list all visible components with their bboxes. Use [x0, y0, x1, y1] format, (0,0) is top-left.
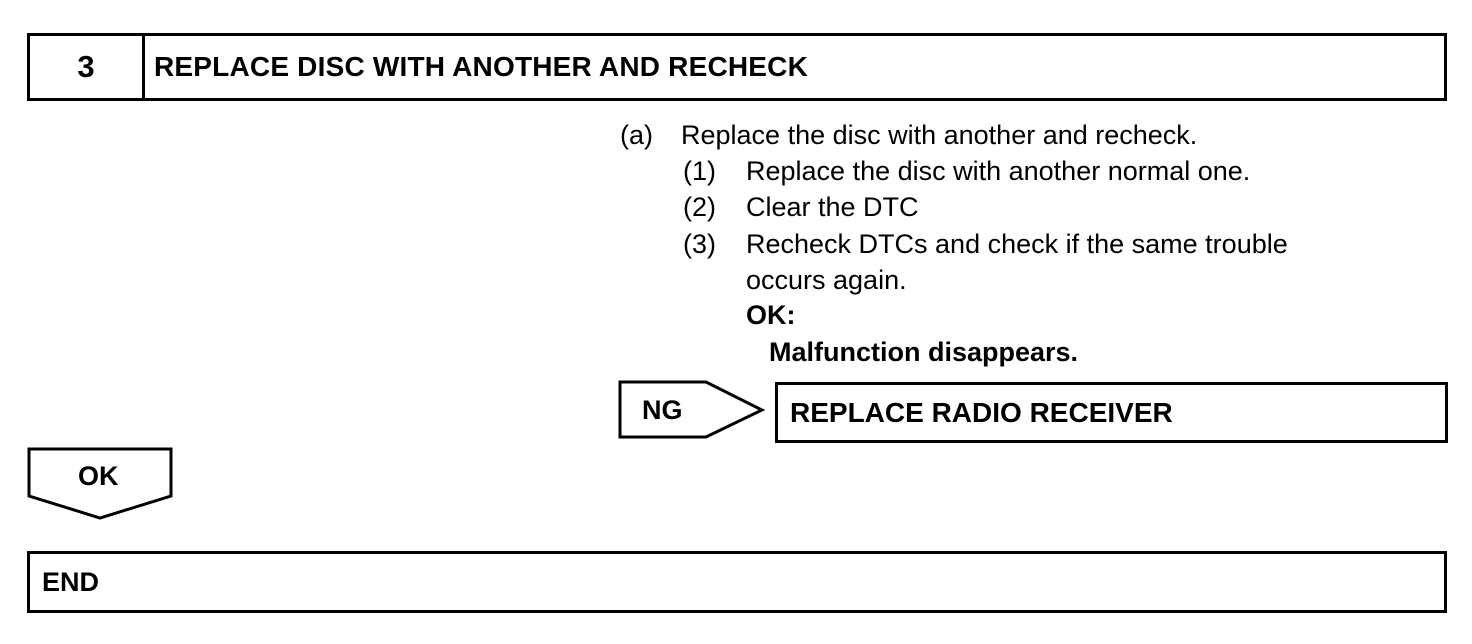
substep-2-label: (2): [683, 192, 716, 222]
substep-1-label: (1): [683, 156, 716, 186]
substep-3-text-continued: occurs again.: [746, 265, 907, 295]
substep-3-label: (3): [683, 229, 716, 259]
end-box: END: [27, 551, 1447, 613]
ok-arrow-label: OK: [78, 461, 119, 491]
step-header: 3 REPLACE DISC WITH ANOTHER AND RECHECK: [27, 33, 1447, 101]
step-title: REPLACE DISC WITH ANOTHER AND RECHECK: [154, 51, 808, 82]
ng-result-box: REPLACE RADIO RECEIVER: [775, 382, 1448, 443]
ok-criteria-label: OK:: [746, 300, 796, 330]
ok-criteria-text: Malfunction disappears.: [769, 337, 1079, 367]
substep-2-text: Clear the DTC: [746, 192, 919, 222]
ng-result-text: REPLACE RADIO RECEIVER: [790, 396, 1173, 428]
step-number: 3: [30, 36, 145, 98]
ng-arrow-label: NG: [642, 395, 683, 425]
step-a-text: Replace the disc with another and rechec…: [681, 120, 1198, 150]
end-text: END: [42, 566, 100, 597]
substep-3-text: Recheck DTCs and check if the same troub…: [746, 229, 1288, 259]
substep-1-text: Replace the disc with another normal one…: [746, 156, 1251, 186]
ok-arrow-shape: [27, 447, 173, 520]
step-a-label: (a): [620, 120, 653, 150]
ng-arrow-shape: [618, 380, 766, 439]
